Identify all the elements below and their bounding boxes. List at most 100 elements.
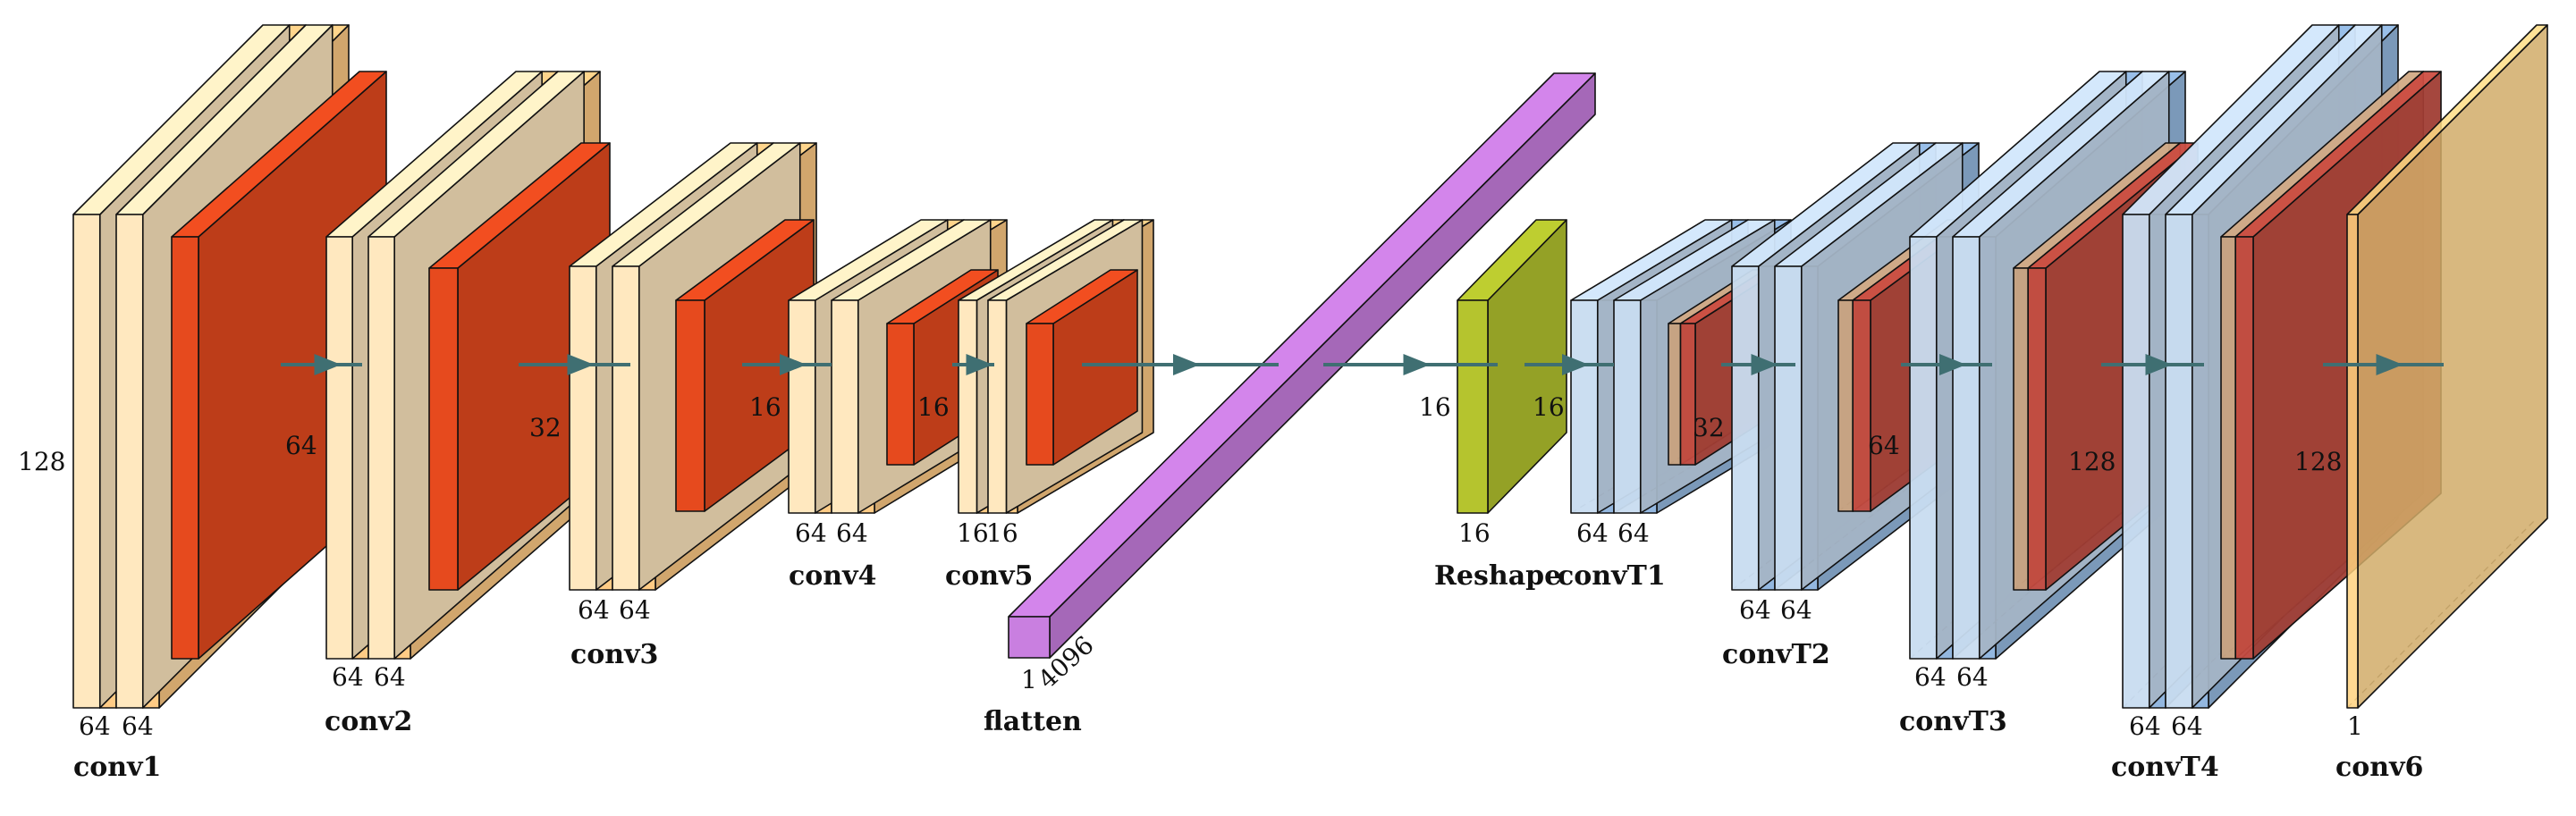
convT1-width-label-1: 64 (1576, 518, 1609, 548)
arrow-2-head (567, 354, 595, 375)
convT4-slab-2-light-front (2165, 214, 2193, 709)
reshape-caption: Reshape (1434, 560, 1561, 592)
arrow-9-head (1939, 354, 1966, 375)
conv6-caption: conv6 (2335, 752, 2423, 783)
conv4-slab-2-light-front (831, 299, 859, 514)
convT1-block: 64 64 convT1 (1558, 518, 1666, 592)
conv5-width-label-2: 16 (986, 518, 1018, 548)
arrow-10-head (2145, 354, 2173, 375)
conv3-slab-1-light-front (569, 265, 597, 591)
convT1-pool-front (1679, 323, 1696, 466)
flatten-caption: flatten (984, 706, 1082, 737)
arrow-3-head (780, 354, 807, 375)
conv2-height-label: 64 (285, 431, 317, 460)
convT2-height-label: 32 (1693, 413, 1725, 442)
conv2-caption: conv2 (325, 706, 412, 737)
convT2-slab-1-light-front (1731, 265, 1760, 591)
convT4-block: 128 64 64 convT4 (2068, 447, 2219, 783)
convT2-width-label-1: 64 (1739, 595, 1771, 625)
arrow-1-head (314, 354, 342, 375)
convT2-pool-front (1852, 299, 1871, 512)
convT4-width-label-2: 64 (2171, 711, 2203, 741)
convT4-pool-front (2234, 236, 2254, 660)
arrow-6-head (1403, 354, 1431, 375)
convT3-pool-front (2027, 267, 2047, 591)
convT2-caption: convT2 (1722, 639, 1830, 670)
conv2-pool-front (428, 267, 459, 591)
conv2-width-label-2: 64 (374, 662, 406, 692)
conv6-width-label: 1 (2347, 711, 2363, 741)
arrow-4-head (966, 354, 993, 375)
convT3-pool-edge-front (2013, 267, 2029, 591)
conv5-height-label: 16 (917, 392, 950, 422)
convT2-block: 32 64 64 convT2 (1693, 413, 1830, 670)
conv4-block: 16 64 64 conv4 (749, 392, 876, 592)
conv5-caption: conv5 (945, 560, 1033, 592)
conv4-caption: conv4 (789, 560, 876, 592)
conv1-width-label-1: 64 (79, 711, 111, 741)
convT2-pool-edge-front (1837, 299, 1854, 512)
convT4-width-label-1: 64 (2129, 711, 2161, 741)
conv3-pool-front (675, 299, 705, 512)
conv5-width-label-1: 16 (957, 518, 989, 548)
convT3-width-label-1: 64 (1914, 662, 1947, 692)
reshape-height-label: 16 (1419, 392, 1451, 422)
conv4-height-label: 16 (749, 392, 781, 422)
conv6-block: 128 1 conv6 (2294, 447, 2423, 783)
convT3-caption: convT3 (1899, 706, 2007, 737)
conv6-plane-front (2346, 214, 2359, 709)
conv2-width-label-1: 64 (332, 662, 364, 692)
reshape-depth-label: 16 (1533, 392, 1565, 422)
conv1-height-label: 128 (18, 447, 65, 476)
convT1-width-label-2: 64 (1617, 518, 1650, 548)
conv5-slab-1-light-front (958, 299, 978, 514)
conv1-slab-1-light-front (72, 214, 101, 709)
conv3-caption: conv3 (570, 639, 658, 670)
connection-arrows (281, 354, 2444, 375)
conv3-block: 32 64 64 conv3 (529, 413, 658, 670)
arrow-7-head (1562, 354, 1589, 375)
conv4-slab-1-light-front (788, 299, 816, 514)
conv2-block: 64 64 64 conv2 (285, 431, 412, 737)
conv4-pool-front (886, 323, 915, 466)
reshape-block: 16 16 16 Reshape (1419, 392, 1565, 592)
conv5-block: 16 16 16 conv5 (917, 392, 1033, 592)
conv1-width-label-2: 64 (122, 711, 154, 741)
convT3-height-label: 64 (1868, 431, 1900, 460)
conv5-slab-2-light-front (987, 299, 1008, 514)
arrow-5-head (1173, 354, 1200, 375)
reshape-block-shape-front (1457, 299, 1489, 514)
arrow-8-head (1751, 354, 1778, 375)
conv3-height-label: 32 (529, 413, 562, 442)
conv3-slab-2-light-front (612, 265, 640, 591)
convT2-slab-2-light-front (1774, 265, 1803, 591)
arrow-11-head (2376, 354, 2403, 375)
convT4-slab-1-light-front (2122, 214, 2150, 709)
conv5-pool-front (1026, 323, 1054, 466)
convT4-height-label: 128 (2068, 447, 2116, 476)
convT3-block: 64 64 64 convT3 (1868, 431, 2007, 737)
conv4-width-label-2: 64 (836, 518, 868, 548)
convT1-pool-edge-front (1668, 323, 1682, 466)
convT3-width-label-2: 64 (1956, 662, 1989, 692)
flatten-width-label: 1 (1021, 665, 1037, 694)
flatten-bar-front (1008, 616, 1051, 659)
convT1-caption: convT1 (1558, 560, 1666, 592)
conv3-width-label-2: 64 (619, 595, 651, 625)
conv2-slab-2-light-front (367, 236, 395, 660)
conv1-caption: conv1 (73, 752, 161, 783)
conv2-slab-1-light-front (325, 236, 353, 660)
conv1-block: 128 64 64 conv1 (18, 447, 161, 783)
convT4-pool-edge-front (2220, 236, 2236, 660)
conv1-slab-2-light-front (115, 214, 144, 709)
conv6-height-label: 128 (2294, 447, 2342, 476)
convT4-caption: convT4 (2111, 752, 2219, 783)
convT1-slab-1-light-front (1570, 299, 1599, 514)
reshape-width-label: 16 (1458, 518, 1491, 548)
convT1-slab-2-light-front (1613, 299, 1642, 514)
convT2-width-label-2: 64 (1780, 595, 1812, 625)
convT3-slab-1-light-front (1909, 236, 1938, 660)
convT3-slab-2-light-front (1952, 236, 1981, 660)
conv3-width-label-1: 64 (578, 595, 610, 625)
